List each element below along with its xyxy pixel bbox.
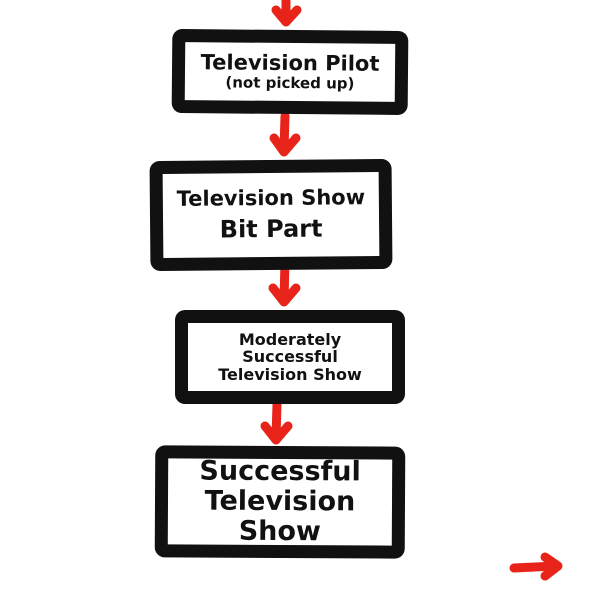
node-label: Successful <box>199 456 361 488</box>
arrow-bottom-right <box>509 552 563 581</box>
arrow-1-to-2 <box>269 111 301 157</box>
node-label: Television Show <box>204 485 356 548</box>
node-moderately-successful-show: Moderately Successful Television Show <box>175 310 405 404</box>
node-label: Television Show <box>218 364 362 384</box>
node-label: Moderately <box>238 329 342 349</box>
arrow-3-to-4 <box>260 399 293 445</box>
node-label: Television Show <box>176 185 366 212</box>
node-successful-show: Successful Television Show <box>154 445 406 559</box>
node-label: Bit Part <box>219 214 323 244</box>
node-label: (not picked up) <box>225 73 355 93</box>
arrow-top-incoming <box>271 0 302 27</box>
node-label: Successful <box>242 347 338 367</box>
node-television-pilot: Television Pilot (not picked up) <box>171 28 409 116</box>
node-label: Television Pilot <box>200 50 380 76</box>
node-tv-show-bit-part: Television Show Bit Part <box>149 158 393 272</box>
